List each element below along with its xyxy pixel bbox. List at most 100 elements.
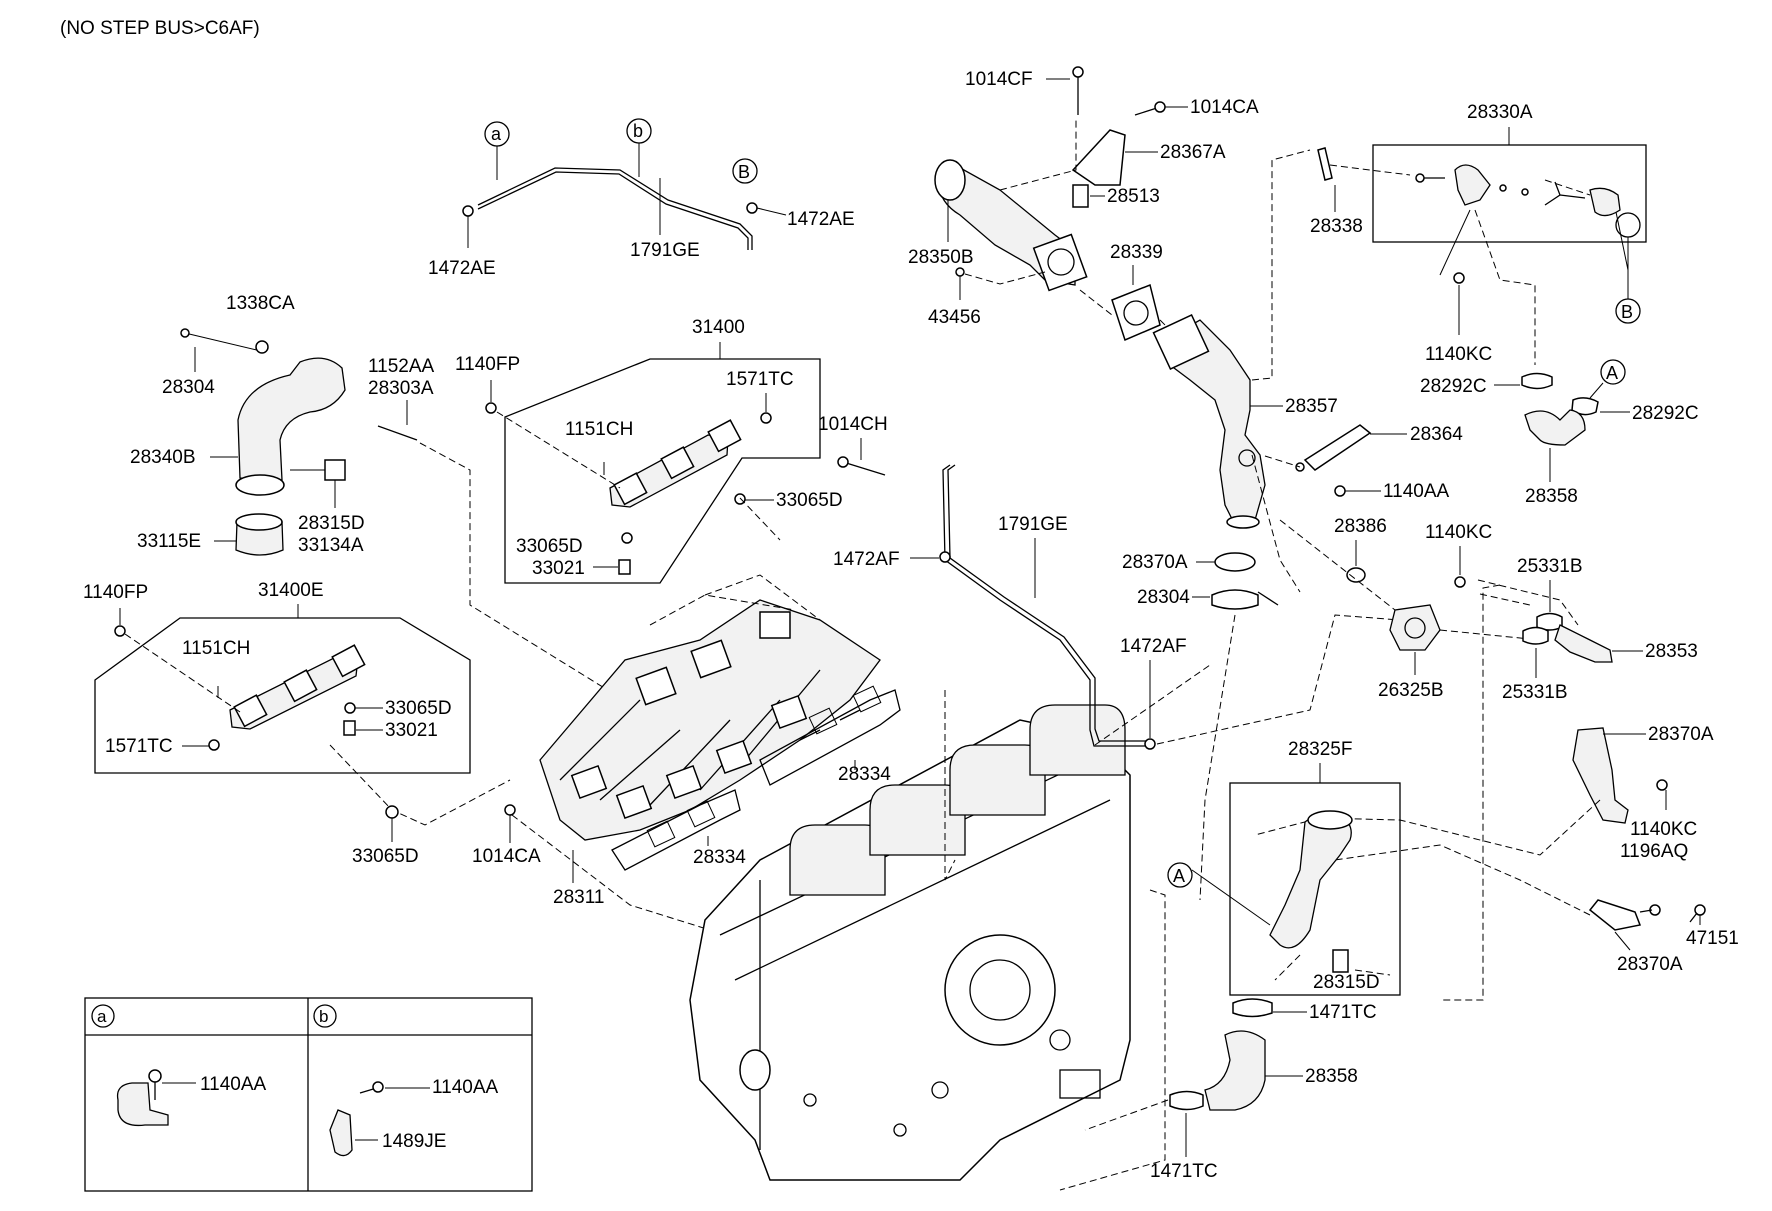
bracket-28364	[1303, 424, 1372, 471]
label-28334-a: 28334	[838, 764, 891, 785]
label-1140FP-top: 1140FP	[455, 354, 520, 375]
label-26325B: 26325B	[1378, 680, 1444, 701]
callout-a-top[interactable]: a	[484, 121, 510, 147]
hose-28358-bottom	[1204, 1030, 1266, 1111]
label-1140KC-top: 1140KC	[1425, 344, 1492, 365]
thermostat-housing-28325F	[1269, 812, 1352, 949]
label-1472AF-top: 1472AF	[833, 549, 900, 570]
hose-28353	[1554, 624, 1613, 663]
label-33065D-top-right: 33065D	[776, 490, 843, 511]
legend-b-part1: 1140AA	[432, 1077, 499, 1098]
clamp-25331B-bottom	[1522, 626, 1549, 645]
label-31400E: 31400E	[258, 580, 324, 601]
label-33065D-mid: 33065D	[385, 698, 452, 719]
seal-33115E	[235, 521, 284, 556]
label-28330A: 28330A	[1467, 102, 1533, 123]
oring-28370A	[1214, 552, 1256, 572]
hose-28340B	[237, 357, 346, 481]
label-28357: 28357	[1285, 396, 1338, 417]
water-outlet-28330A	[1454, 164, 1491, 206]
label-28370A-bottom: 28370A	[1617, 954, 1683, 975]
label-1014CA-top: 1014CA	[1190, 97, 1259, 118]
label-28311: 28311	[553, 887, 604, 908]
legend-table: a b 1140AA 1140AA 1489JE	[84, 997, 533, 1192]
label-1472AE-right: 1472AE	[787, 209, 855, 230]
label-28367A: 28367A	[1160, 142, 1226, 163]
sensor-28330A	[1589, 187, 1621, 217]
svg-text:A: A	[1606, 363, 1618, 383]
label-25331B-bottom: 25331B	[1502, 682, 1568, 703]
nut-1338CA	[255, 340, 269, 354]
thermostat-26325B	[1389, 604, 1441, 651]
label-28364: 28364	[1410, 424, 1463, 445]
label-1140KC-right: 1140KC	[1630, 819, 1697, 840]
label-33115E: 33115E	[137, 531, 201, 552]
callout-B-right[interactable]: B	[1615, 298, 1641, 324]
box-28325F	[1229, 782, 1401, 996]
label-28334-b: 28334	[693, 847, 746, 868]
legend-key-a: a	[97, 1007, 107, 1026]
label-1014CH: 1014CH	[818, 414, 888, 435]
label-28338: 28338	[1310, 216, 1363, 237]
breather-hose-1791GE	[477, 167, 753, 250]
label-28353: 28353	[1645, 641, 1698, 662]
label-1472AF-bottom: 1472AF	[1120, 636, 1187, 657]
label-1014CF: 1014CF	[965, 69, 1033, 90]
label-28370A-right: 28370A	[1648, 724, 1714, 745]
label-1140FP-left: 1140FP	[83, 582, 148, 603]
label-28386: 28386	[1334, 516, 1387, 537]
legend-key-b: b	[319, 1007, 328, 1026]
label-28325F: 28325F	[1288, 739, 1352, 760]
label-1140KC-mid: 1140KC	[1425, 522, 1492, 543]
intake-manifold-28311	[539, 599, 881, 841]
label-28304-left: 28304	[162, 377, 215, 398]
gasket-28338	[1317, 147, 1333, 181]
callout-A-right[interactable]: A	[1600, 359, 1626, 385]
label-28340B: 28340B	[130, 447, 196, 468]
svg-text:A: A	[1173, 866, 1185, 886]
gasket-28339	[1111, 283, 1161, 342]
label-33065D-bottom: 33065D	[352, 846, 419, 867]
label-33021-left: 33021	[385, 720, 438, 741]
breather-tube-1791GE-mid	[942, 464, 1150, 747]
label-1151CH-left: 1151CH	[182, 638, 250, 659]
label-28350B: 28350B	[908, 247, 974, 268]
label-1571TC-top: 1571TC	[726, 369, 794, 390]
box-31400	[504, 358, 821, 584]
clamp-28292C-left	[1521, 372, 1553, 390]
label-1471TC-top: 1471TC	[1309, 1002, 1377, 1023]
box-28330A	[1372, 144, 1647, 243]
bracket-28370A-right	[1572, 727, 1629, 824]
turbo-housing	[944, 934, 1056, 1046]
label-28370A-mid: 28370A	[1122, 552, 1188, 573]
label-28304-mid: 28304	[1137, 587, 1190, 608]
label-1196AQ: 1196AQ	[1620, 841, 1688, 862]
label-28358-bottom: 28358	[1305, 1066, 1358, 1087]
box-31400E	[94, 617, 471, 774]
callout-A-left[interactable]: A	[1167, 862, 1193, 888]
hose-28358-top	[1524, 409, 1586, 446]
bracket-28370A-bottom	[1588, 899, 1642, 931]
label-28339: 28339	[1110, 242, 1163, 263]
label-1472AE-left: 1472AE	[428, 258, 496, 279]
label-1791GE-mid: 1791GE	[998, 514, 1068, 535]
label-33065D-top-left: 33065D	[516, 536, 583, 557]
svg-text:B: B	[1621, 302, 1633, 322]
label-1014CA-bottom: 1014CA	[472, 846, 541, 867]
label-28358-top: 28358	[1525, 486, 1578, 507]
label-1152AA: 1152AA	[368, 356, 435, 377]
label-31400: 31400	[692, 317, 745, 338]
bolt-1472AE-right	[746, 202, 758, 214]
callout-b-top[interactable]: b	[626, 118, 652, 144]
svg-text:B: B	[738, 162, 750, 182]
bracket-28367A	[1071, 129, 1126, 186]
diagram-title: (NO STEP BUS>C6AF)	[60, 18, 260, 39]
label-25331B-top: 25331B	[1517, 556, 1583, 577]
clamp-1471TC-bottom	[1169, 1090, 1204, 1111]
clamp-28304-mid	[1211, 589, 1259, 610]
legend-b-clip	[329, 1109, 353, 1157]
callout-B-top[interactable]: B	[732, 158, 758, 184]
label-28315D-right: 28315D	[1313, 972, 1380, 993]
label-1471TC-bottom: 1471TC	[1150, 1161, 1218, 1182]
